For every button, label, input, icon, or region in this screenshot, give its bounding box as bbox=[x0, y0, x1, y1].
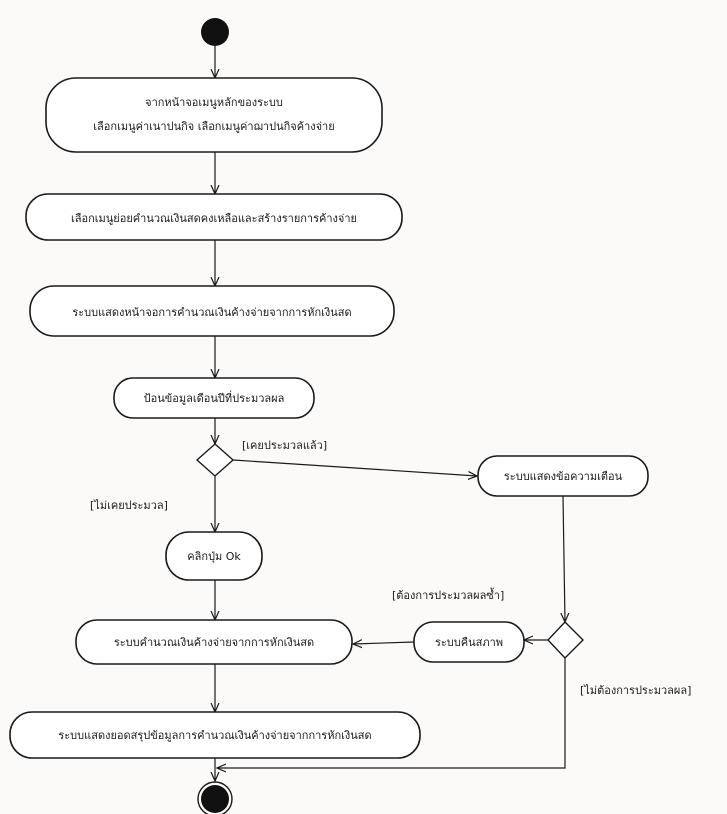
decision-reprocess bbox=[547, 620, 584, 660]
action-show-calc-screen-label: ระบบแสดงหน้าจอการคำนวณเงินค้างจ่ายจากการ… bbox=[72, 306, 351, 319]
action-click-ok-label: คลิกปุ่ม Ok bbox=[187, 550, 241, 563]
action-show-summary bbox=[9, 711, 421, 759]
final-node bbox=[201, 785, 229, 813]
action-click-ok bbox=[165, 531, 263, 581]
flow-restore-to-calculate bbox=[353, 642, 415, 644]
action-enter-month-year bbox=[113, 377, 315, 419]
guard-no-reprocess: [ไม่ต้องการประมวลผล] bbox=[580, 684, 691, 697]
action-enter-month-year-label: ป้อนข้อมูลเดือนปีที่ประมวลผล bbox=[144, 390, 285, 405]
action-show-warning bbox=[477, 455, 649, 497]
flow-decision2-to-end bbox=[217, 658, 566, 768]
action-restore bbox=[413, 621, 525, 663]
decision-processed bbox=[195, 443, 235, 477]
action-select-submenu bbox=[25, 193, 403, 241]
action-calculate bbox=[75, 619, 353, 665]
initial-node bbox=[201, 18, 229, 46]
action-main-menu-line2: เลือกเมนูค่าเนาปนกิจ เลือกเมนูค่าฌาปนกิจ… bbox=[93, 120, 334, 133]
action-show-calc-screen bbox=[29, 285, 395, 337]
guard-want-reprocess: [ต้องการประมวลผลซ้ำ] bbox=[392, 587, 504, 602]
action-show-warning-label: ระบบแสดงข้อความเตือน bbox=[504, 470, 623, 483]
action-calculate-label: ระบบคำนวณเงินค้างจ่ายจากการหักเงินสด bbox=[114, 636, 314, 649]
guard-already-processed: [เคยประมวลแล้ว] bbox=[242, 439, 327, 452]
action-main-menu bbox=[45, 77, 383, 153]
action-select-submenu-label: เลือกเมนูย่อยคำนวณเงินสดคงเหลือและสร้างร… bbox=[71, 212, 357, 225]
flow-warning-to-decision2 bbox=[563, 495, 565, 622]
action-restore-label: ระบบคืนสภาพ bbox=[435, 636, 503, 649]
action-show-summary-label: ระบบแสดงยอดสรุปข้อมูลการคำนวณเงินค้างจ่า… bbox=[58, 729, 371, 742]
flow-decision-to-warning bbox=[232, 459, 477, 476]
final-node-ring bbox=[197, 781, 233, 814]
guard-not-processed: [ไม่เคยประมวล] bbox=[90, 499, 168, 512]
action-main-menu-line1: จากหน้าจอเมนูหลักของระบบ bbox=[145, 96, 283, 109]
